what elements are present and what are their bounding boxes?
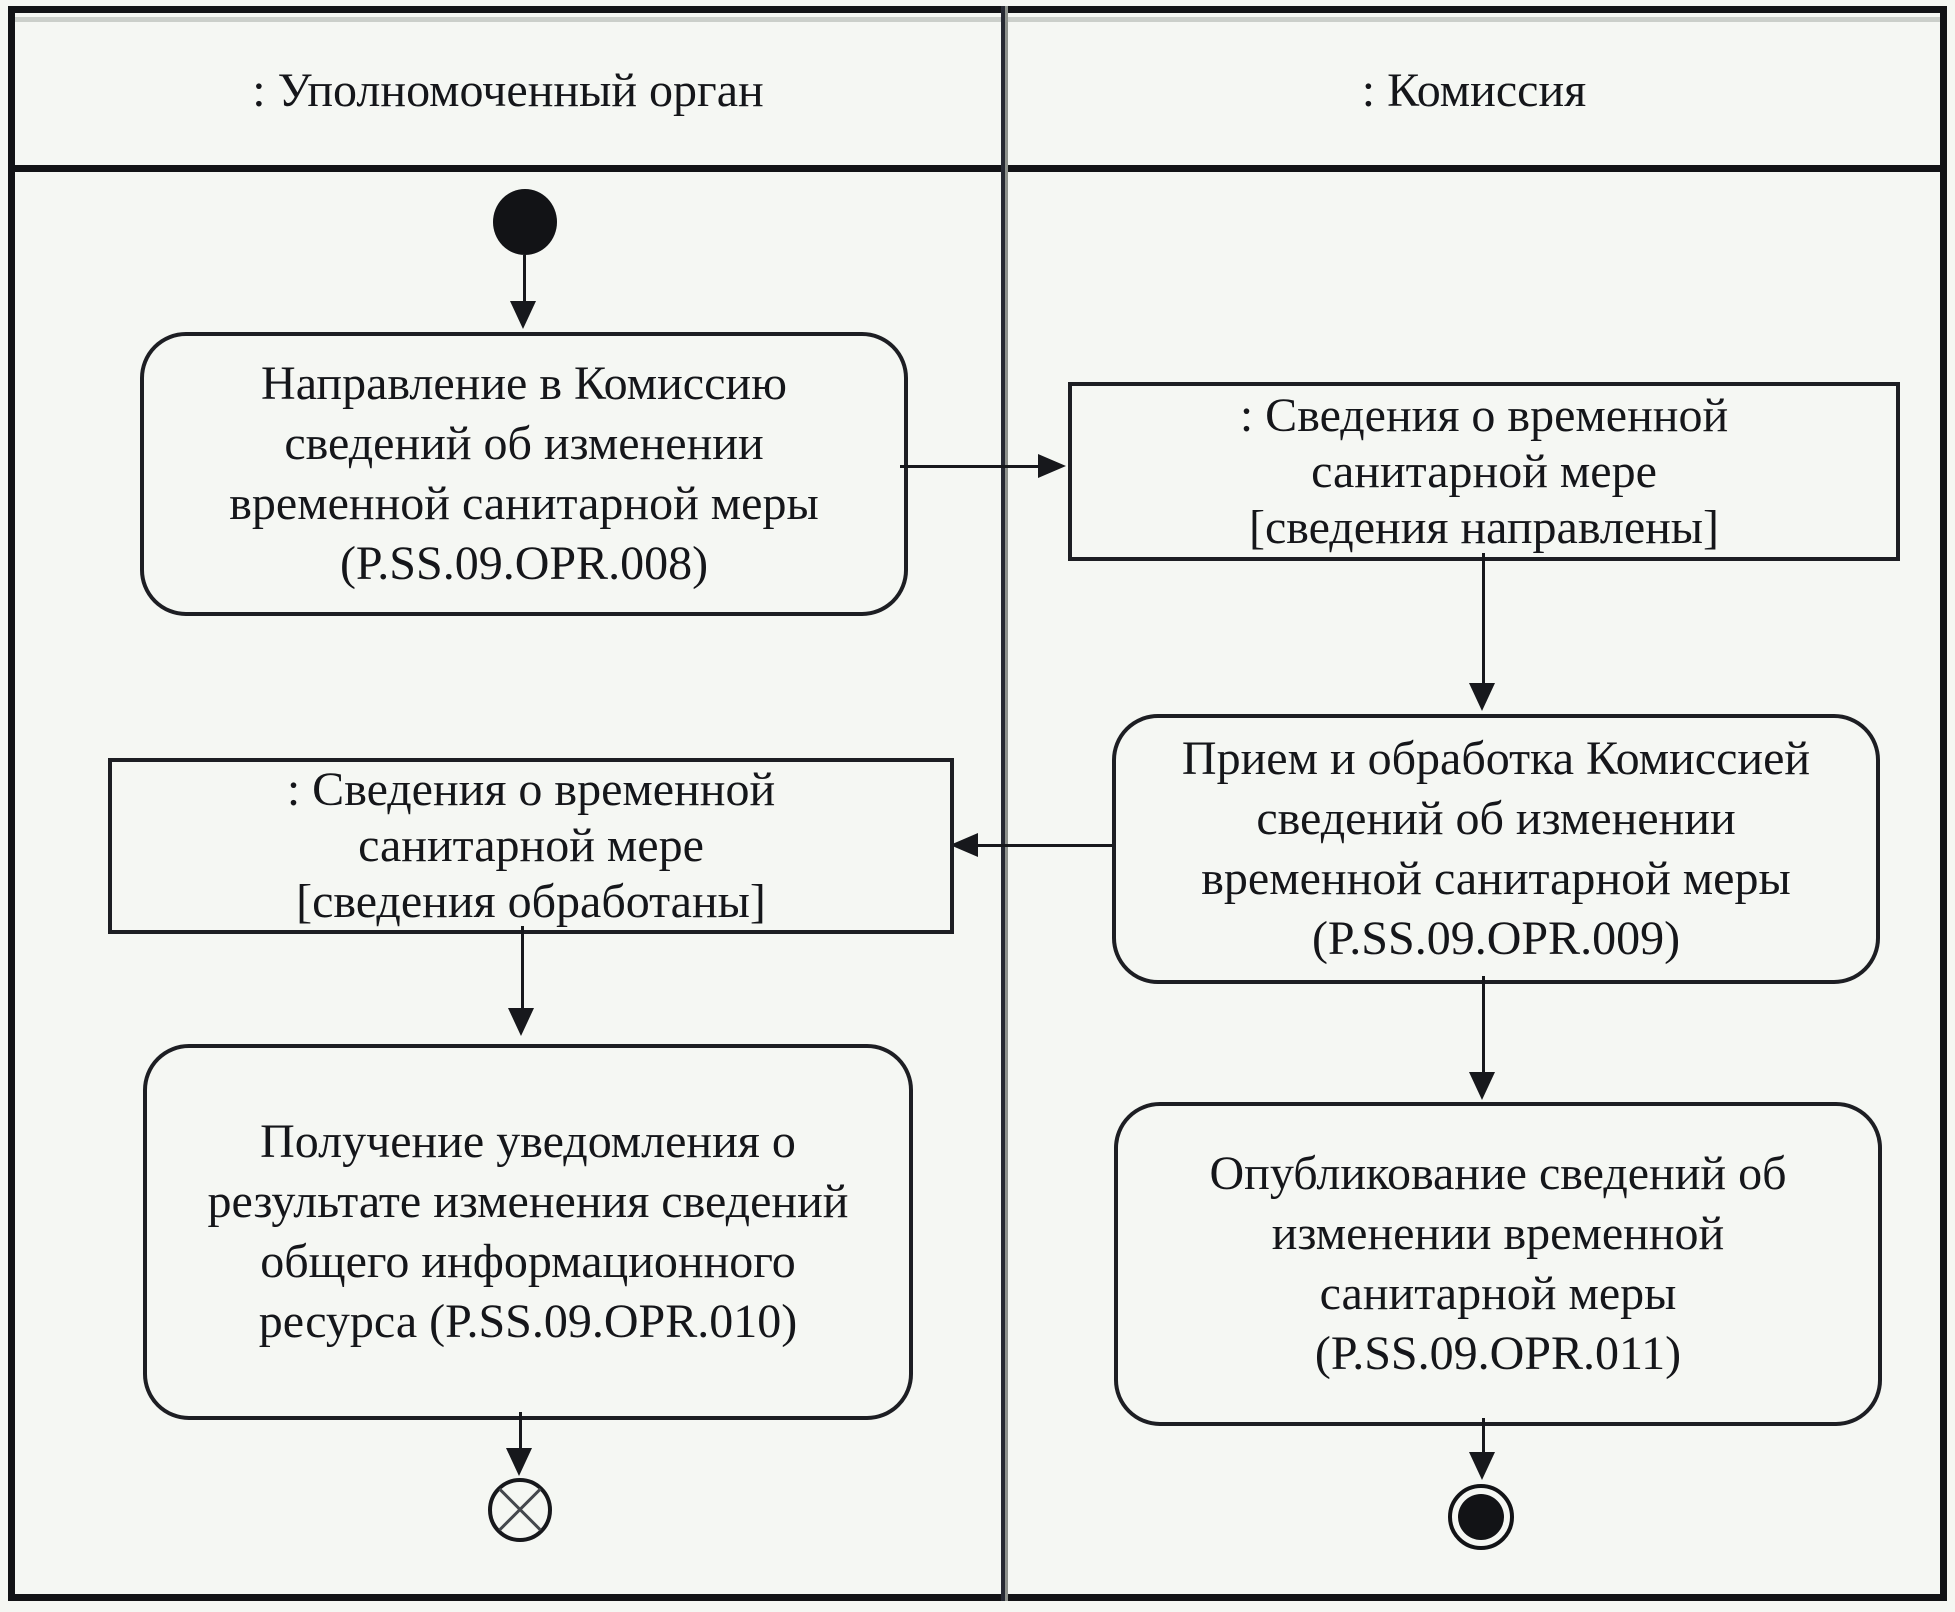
- action-label-line: временной санитарной меры: [1201, 852, 1791, 905]
- action-label-line: Прием и обработка Комиссией: [1181, 732, 1811, 785]
- lane-divider: [1001, 6, 1008, 1601]
- arrowhead-icon: [1038, 454, 1066, 478]
- object-label-line: [сведения направлены]: [1248, 500, 1720, 554]
- arrowhead-icon: [1469, 1452, 1495, 1480]
- arrow-receive-to-flow-final: [519, 1412, 522, 1450]
- diagram-frame: [8, 6, 1947, 1601]
- arrowhead-icon: [510, 301, 536, 329]
- frame-shadow-line: [15, 17, 1940, 22]
- action-label-line: (P.SS.09.OPR.011): [1314, 1327, 1682, 1380]
- arrow-object-processed-to-receive: [521, 926, 524, 1010]
- arrow-send-to-object-sent: [900, 465, 1040, 468]
- arrow-publish-to-activity-final: [1482, 1418, 1485, 1452]
- action-label-line: (P.SS.09.OPR.008): [339, 537, 709, 590]
- object-info-sent: : Сведения о временной санитарной мере […: [1068, 382, 1900, 561]
- arrowhead-icon: [1469, 683, 1495, 711]
- swimlane-title: : Уполномоченный орган: [252, 63, 764, 117]
- arrowhead-icon: [508, 1008, 534, 1036]
- action-label-line: (P.SS.09.OPR.009): [1311, 912, 1681, 965]
- action-label-line: санитарной меры: [1319, 1267, 1677, 1320]
- action-label-line: сведений об изменении: [284, 417, 764, 470]
- swimlane-header-commission: : Комиссия: [1008, 16, 1940, 164]
- arrowhead-icon: [1469, 1072, 1495, 1100]
- action-label-line: временной санитарной меры: [229, 477, 819, 530]
- action-label-line: Направление в Комиссию: [261, 357, 787, 410]
- swimlane-header-authorized-body: : Уполномоченный орган: [15, 16, 1001, 164]
- action-label-line: общего информационного: [260, 1235, 796, 1288]
- arrowhead-icon: [950, 833, 978, 857]
- object-label-line: санитарной мере: [358, 819, 704, 872]
- flow-final-icon: [488, 1478, 552, 1542]
- swimlane-title: : Комиссия: [1361, 63, 1587, 117]
- object-label-line: : Сведения о временной: [286, 763, 776, 816]
- object-info-processed: : Сведения о временной санитарной мере […: [108, 758, 954, 934]
- action-send-info: Направление в Комиссию сведений об измен…: [140, 332, 908, 616]
- action-publish-info: Опубликование сведений об изменении врем…: [1114, 1102, 1882, 1426]
- action-label-line: ресурса (P.SS.09.OPR.010): [258, 1295, 798, 1348]
- arrow-process-to-object-processed: [978, 844, 1112, 847]
- action-label-line: Опубликование сведений об: [1209, 1147, 1787, 1200]
- action-receive-notification: Получение уведомления о результате измен…: [143, 1044, 913, 1420]
- activity-final-core: [1458, 1494, 1504, 1540]
- activity-final-icon: [1448, 1484, 1514, 1550]
- arrowhead-icon: [506, 1448, 532, 1476]
- action-label-line: Получение уведомления о: [260, 1115, 796, 1168]
- action-label-line: результате изменения сведений: [207, 1175, 849, 1228]
- action-label-line: сведений об изменении: [1256, 792, 1736, 845]
- object-label-line: санитарной мере: [1311, 444, 1657, 498]
- arrow-process-to-publish: [1482, 976, 1485, 1072]
- arrow-start-to-send: [523, 255, 526, 303]
- object-label-line: [сведения обработаны]: [296, 875, 766, 928]
- initial-node: [493, 189, 557, 255]
- action-label-line: изменении временной: [1271, 1207, 1725, 1260]
- object-label-line: : Сведения о временной: [1239, 388, 1729, 442]
- action-process-info: Прием и обработка Комиссией сведений об …: [1112, 714, 1880, 984]
- arrow-object-sent-to-process: [1482, 553, 1485, 683]
- header-separator: [8, 165, 1947, 172]
